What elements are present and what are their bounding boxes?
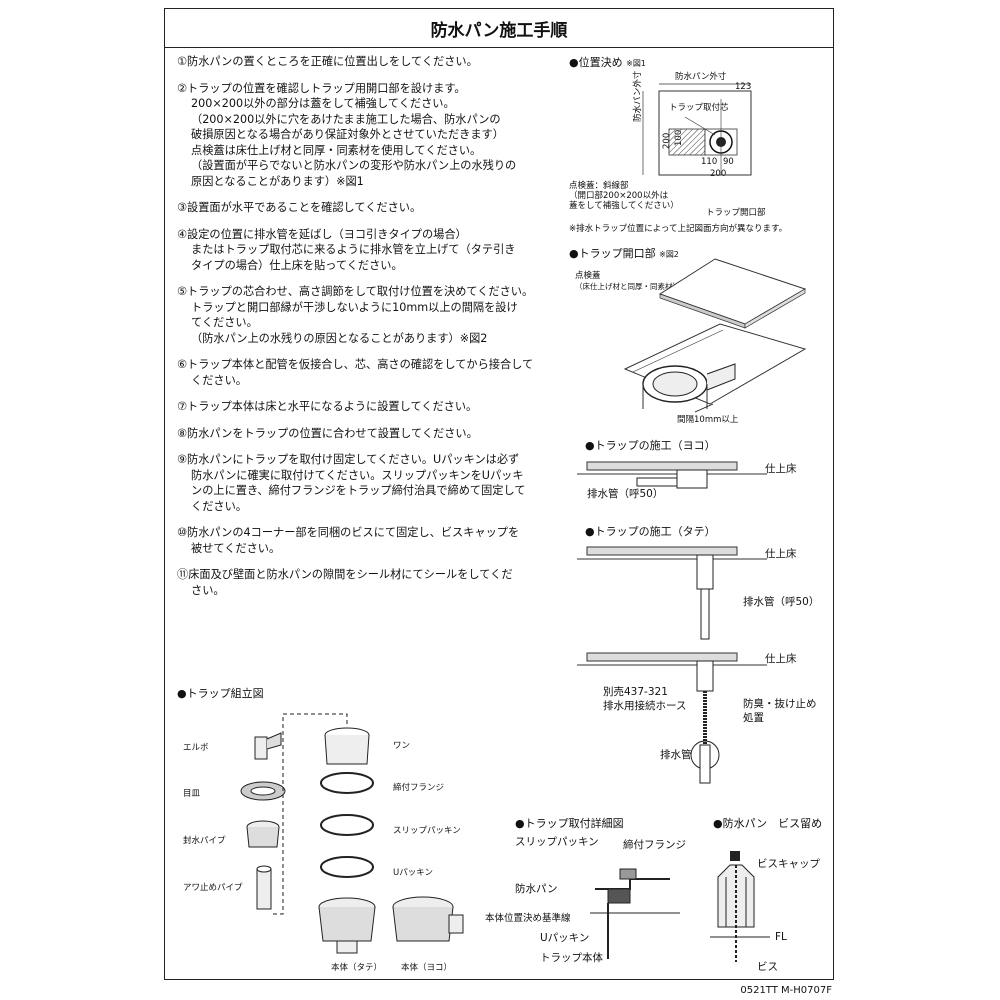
fig-yoko-floor-label: 仕上床 xyxy=(765,463,797,475)
fig-position-dim-110: 110 xyxy=(701,157,718,167)
step-item: ⑩防水パンの4コーナー部を同梱のビスにて固定し、ビスキャップを被せてください。 xyxy=(177,525,572,556)
fig-opening-lid-label: 点検蓋 xyxy=(575,271,601,281)
step-item: ⑥トラップ本体と配管を仮接合し、芯、高さの確認をしてから接合してください。 xyxy=(177,357,572,388)
step-item: ②トラップの位置を確認しトラップ用開口部を設けます。 200×200以外の部分は蓋… xyxy=(177,81,572,190)
fig-position-dim-90: 90 xyxy=(723,157,734,167)
document-frame: 防水パン施工手順 ①防水パンの置くところを正確に位置出しをしてください。 ②トラッ… xyxy=(164,8,834,980)
part-grate-label: 目皿 xyxy=(183,789,201,799)
fig-opening-lid-sub: （床仕上げ材と同厚・同素材） xyxy=(575,282,680,291)
step-line: トラップと開口部縁が干渉しないように10mm以上の間隔を設け xyxy=(191,300,518,314)
detail-pan-label: 防水パン xyxy=(515,883,558,895)
fig-tate-hose-label: 別売437-321 排水用接続ホース xyxy=(603,686,687,712)
step-line: ください。 xyxy=(191,499,247,513)
document-code: 0521TT M-H0707F xyxy=(740,985,832,996)
part-elbow-label: エルボ xyxy=(183,743,209,753)
fig-position-footnote: ※排水トラップ位置によって上記図面方向が異なります。 xyxy=(569,224,788,234)
fig-detail-drawing xyxy=(590,868,680,959)
fig-yoko-drawing xyxy=(577,461,767,489)
fig-tate-pipe-label: 排水管（呼50） xyxy=(743,596,820,608)
step-line: 被せてください。 xyxy=(191,541,281,555)
detail-body-label: トラップ本体 xyxy=(540,952,603,964)
fig-position-caption: ●位置決め ※図1 xyxy=(569,56,646,69)
step-item: ③設置面が水平であることを確認してください。 xyxy=(177,200,572,216)
step-item: ⑦トラップ本体は床と水平になるように設置してください。 xyxy=(177,399,572,415)
step-line: ⑦トラップ本体は床と水平になるように設置してください。 xyxy=(177,400,478,413)
part-foam-pipe-label: アワ止めパイプ xyxy=(183,883,243,893)
step-line: ⑥トラップ本体と配管を仮接合し、芯、高さの確認をしてから接合して xyxy=(177,358,534,371)
step-line: ⑤トラップの芯合わせ、高さ調節をして取付け位置を決めてください。 xyxy=(177,285,534,298)
part-cup-label: ワン xyxy=(393,741,411,751)
fig-yoko-caption: ●トラップの施工（ヨコ） xyxy=(585,439,716,452)
part-slip-label: スリップパッキン xyxy=(393,826,461,836)
step-item: ④設定の位置に排水管を延ばし（ヨコ引きタイプの場合） またはトラップ取付芯に来るよ… xyxy=(177,227,572,274)
part-upack-label: Uパッキン xyxy=(393,868,433,878)
steps-list: ①防水パンの置くところを正確に位置出しをしてください。 ②トラップの位置を確認しト… xyxy=(177,54,572,609)
page-title: 防水パン施工手順 xyxy=(165,9,833,48)
step-line: てください。 xyxy=(191,316,258,329)
step-line: 点検蓋は床仕上げ材と同厚・同素材を使用してください。 xyxy=(191,143,482,157)
step-line: （200×200以外に穴をあけたまま施工した場合、防水パンの xyxy=(191,112,501,126)
screw-fl-label: FL xyxy=(775,931,787,943)
fig-position-drawing xyxy=(642,83,752,176)
fig-tate-pipe2-label: 排水管 xyxy=(660,749,692,761)
step-item: ⑪床面及び壁面と防水パンの隙間をシール材にてシールをしてください。 xyxy=(177,567,572,598)
part-flange-label: 締付フランジ xyxy=(393,783,445,793)
step-line: （設置面が平らでないと防水パンの変形や防水パン上の水残りの xyxy=(191,159,517,172)
step-line: タイプの場合）仕上床を貼ってください。 xyxy=(191,258,403,272)
step-line: さい。 xyxy=(191,583,225,597)
detail-upack-label: Uパッキン xyxy=(540,932,590,944)
fig-position-dim-123: 123 xyxy=(735,82,752,92)
step-line: ①防水パンの置くところを正確に位置出しをしてください。 xyxy=(177,55,478,68)
fig-tate-hose-drawing xyxy=(577,652,767,784)
fig-tate-odor-label: 防臭・抜け止め 処置 xyxy=(743,698,817,724)
fig-position-dim-200b: 200 xyxy=(710,169,727,179)
fig-tate-caption: ●トラップの施工（タテ） xyxy=(585,525,716,538)
step-item: ⑧防水パンをトラップの位置に合わせて設置してください。 xyxy=(177,426,572,442)
fig-opening-caption: ●トラップ開口部 ※図2 xyxy=(569,247,679,260)
part-seal-pipe-label: 封水パイプ xyxy=(183,836,226,846)
step-item: ⑤トラップの芯合わせ、高さ調節をして取付け位置を決めてください。トラップと開口部… xyxy=(177,284,572,346)
fig-assembly-drawing xyxy=(240,713,464,954)
fig-position-note: 点検蓋：斜線部 （開口部200×200以外は 蓋をして補強してください） xyxy=(569,181,679,211)
step-line: 防水パンに確実に取付けてください。スリップパッキンをUパッキ xyxy=(191,468,524,482)
fig-screw-drawing xyxy=(710,851,770,962)
detail-flange-label: 締付フランジ xyxy=(623,839,686,851)
step-line: ⑩防水パンの4コーナー部を同梱のビスにて固定し、ビスキャップを xyxy=(177,526,520,539)
step-item: ⑨防水パンにトラップを取付け固定してください。Uパッキンは必ず防水パンに確実に取… xyxy=(177,452,572,514)
step-line: （防水パン上の水残りの原因となることがあります）※図2 xyxy=(191,331,488,345)
fig-tate-floor2-label: 仕上床 xyxy=(765,653,797,665)
screw-cap-label: ビスキャップ xyxy=(757,858,820,870)
fig-opening-gap-label: 間隔10mm以上 xyxy=(677,415,739,425)
fig-assembly-caption: ●トラップ組立図 xyxy=(177,687,264,700)
fig-detail-caption: ●トラップ取付詳細図 xyxy=(515,817,624,830)
step-line: ンの上に置き、締付フランジをトラップ締付治具で締めて固定して xyxy=(191,484,526,497)
screw-label: ビス xyxy=(757,961,778,973)
step-line: ⑪床面及び壁面と防水パンの隙間をシール材にてシールをしてくだ xyxy=(177,568,513,581)
step-item: ①防水パンの置くところを正確に位置出しをしてください。 xyxy=(177,54,572,70)
detail-slip-label: スリップパッキン xyxy=(515,836,599,848)
body-tate-label: 本体（タテ） xyxy=(331,963,383,973)
step-line: ください。 xyxy=(191,373,247,387)
step-line: ⑧防水パンをトラップの位置に合わせて設置してください。 xyxy=(177,426,478,440)
step-line: 200×200以外の部分は蓋をして補強してください。 xyxy=(191,97,455,110)
fig-opening-drawing xyxy=(623,258,807,413)
step-line: 破損原因となる場合があり保証対象外とさせていただきます） xyxy=(191,128,504,141)
step-line: またはトラップ取付芯に来るように排水管を立上げて（タテ引き xyxy=(191,243,516,256)
body-yoko-label: 本体（ヨコ） xyxy=(401,963,453,973)
fig-tate-floor-label: 仕上床 xyxy=(765,548,797,560)
fig-position-outer-label: 防水パン外寸 xyxy=(675,72,727,82)
step-line: ③設置面が水平であることを確認してください。 xyxy=(177,201,422,214)
step-line: 原因となることがあります）※図1 xyxy=(191,174,364,188)
fig-tate-drawing xyxy=(577,546,767,640)
step-line: ⑨防水パンにトラップを取付け固定してください。Uパッキンは必ず xyxy=(177,453,520,466)
step-line: ②トラップの位置を確認しトラップ用開口部を設けます。 xyxy=(177,81,466,95)
step-line: ④設定の位置に排水管を延ばし（ヨコ引きタイプの場合） xyxy=(177,227,467,241)
detail-ref-line-label: 本体位置決め基準線 xyxy=(485,913,571,924)
fig-screw-caption: ●防水パン ビス留め xyxy=(713,817,823,830)
fig-position-trap-center-label: トラップ取付芯 xyxy=(669,103,729,113)
fig-position-opening-label: トラップ開口部 xyxy=(706,208,766,218)
fig-yoko-pipe-label: 排水管（呼50） xyxy=(587,488,664,500)
